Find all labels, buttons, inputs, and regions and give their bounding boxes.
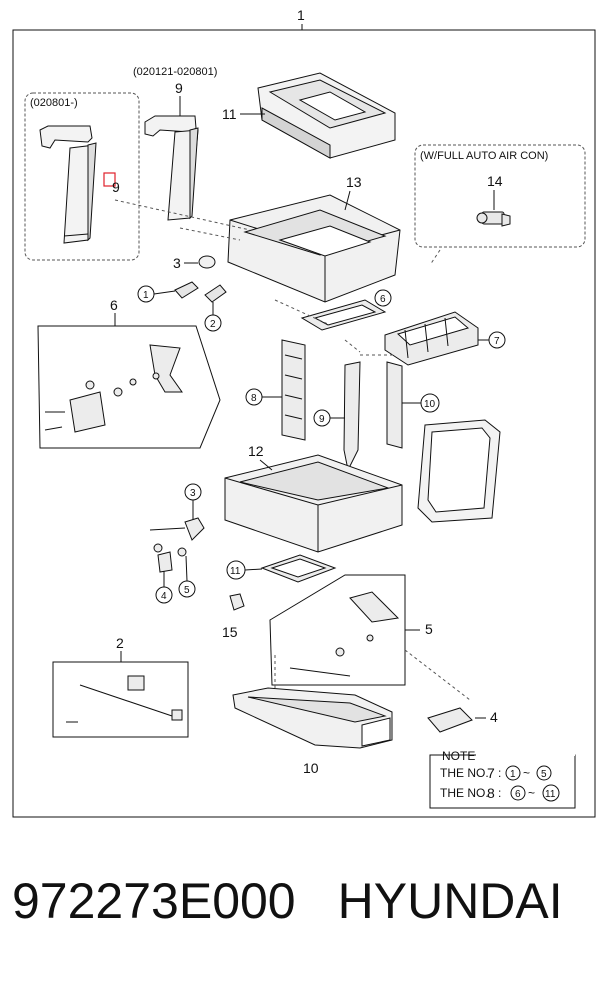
label-1: 1 <box>143 290 149 301</box>
note-line2-colon: : <box>498 786 501 800</box>
door-part-9-mid <box>343 361 361 472</box>
label-9-mid: 9 <box>319 414 325 425</box>
label-15: 15 <box>222 624 238 640</box>
label-6-circ: 6 <box>380 294 386 305</box>
caption: 972273E000 HYUNDAI <box>12 872 592 930</box>
actuator-part-4 <box>427 707 473 733</box>
note-line1-from: 1 <box>510 769 516 780</box>
label-3-top: 3 <box>173 255 181 271</box>
group-box-020801 <box>24 92 140 261</box>
label-13: 13 <box>346 174 362 190</box>
label-11-top: 11 <box>222 106 237 122</box>
damper-part-6 <box>300 299 387 331</box>
air-filter-housing-part-11 <box>257 72 396 159</box>
sensor-part-14 <box>476 211 511 227</box>
filter-part-11-mid <box>260 554 337 583</box>
note-line2-tilde: ~ <box>528 786 535 800</box>
upper-case-part-13 <box>227 194 401 303</box>
frame-gasket <box>417 419 501 523</box>
label-10-mid: 10 <box>424 399 436 410</box>
label-2-bottom: 2 <box>116 635 124 651</box>
diagram-frame <box>12 29 596 818</box>
label-5-small: 5 <box>184 585 190 596</box>
label-14: 14 <box>487 173 503 189</box>
connector-part-15 <box>229 593 245 611</box>
note-line1-colon: : <box>498 766 501 780</box>
duct-part-10-bottom <box>232 687 393 749</box>
note-line1-prefix: THE NO. <box>440 766 489 780</box>
part-number: 972273E000 <box>12 873 296 929</box>
linkage-part-5 <box>289 591 400 677</box>
label-4-small: 4 <box>161 591 167 602</box>
group-box-full-auto <box>414 144 586 248</box>
label-12: 12 <box>248 443 264 459</box>
door-part-8 <box>281 339 306 441</box>
note-line2-no: 8 <box>487 785 495 801</box>
group-label-020121: (020121-020801) <box>133 66 217 78</box>
note-line2-from: 6 <box>515 789 521 800</box>
heater-core-part-9-left <box>39 125 97 244</box>
label-5-right: 5 <box>425 621 433 637</box>
label-2-top: 2 <box>210 319 216 330</box>
cable-part-2 <box>66 675 183 723</box>
dashed-leaders <box>114 199 471 701</box>
label-9-left: 9 <box>112 179 120 195</box>
lower-case-part-12 <box>224 454 403 553</box>
label-7: 7 <box>494 336 500 347</box>
flap-part-7 <box>384 311 479 366</box>
note-line1-tilde: ~ <box>523 766 530 780</box>
note-line2-prefix: THE NO. <box>440 786 489 800</box>
note-line2-to: 11 <box>545 789 556 800</box>
actuator-part-6 <box>44 344 183 433</box>
note-title: NOTE <box>442 749 475 763</box>
label-3-mid: 3 <box>190 488 196 499</box>
group-box-2 <box>52 661 189 738</box>
note-line1-to: 5 <box>541 769 547 780</box>
label-11-mid: 11 <box>230 566 241 577</box>
highlight-box <box>103 172 116 187</box>
note-line1-no: 7 <box>487 765 495 781</box>
label-8: 8 <box>251 393 257 404</box>
label-10-bottom: 10 <box>303 760 319 776</box>
label-6-circle <box>374 289 392 307</box>
group-label-020801: (020801-) <box>30 97 78 109</box>
group-box-6 <box>37 325 221 449</box>
group-label-full-auto: (W/FULL AUTO AIR CON) <box>420 150 548 162</box>
brand-name: HYUNDAI <box>337 873 563 929</box>
heater-core-part-9-top <box>144 115 199 221</box>
label-6: 6 <box>110 297 118 313</box>
assembly-number: 1 <box>297 7 305 23</box>
door-part-10-mid <box>386 361 403 449</box>
label-4-right: 4 <box>490 709 498 725</box>
label-9-top: 9 <box>175 80 183 96</box>
